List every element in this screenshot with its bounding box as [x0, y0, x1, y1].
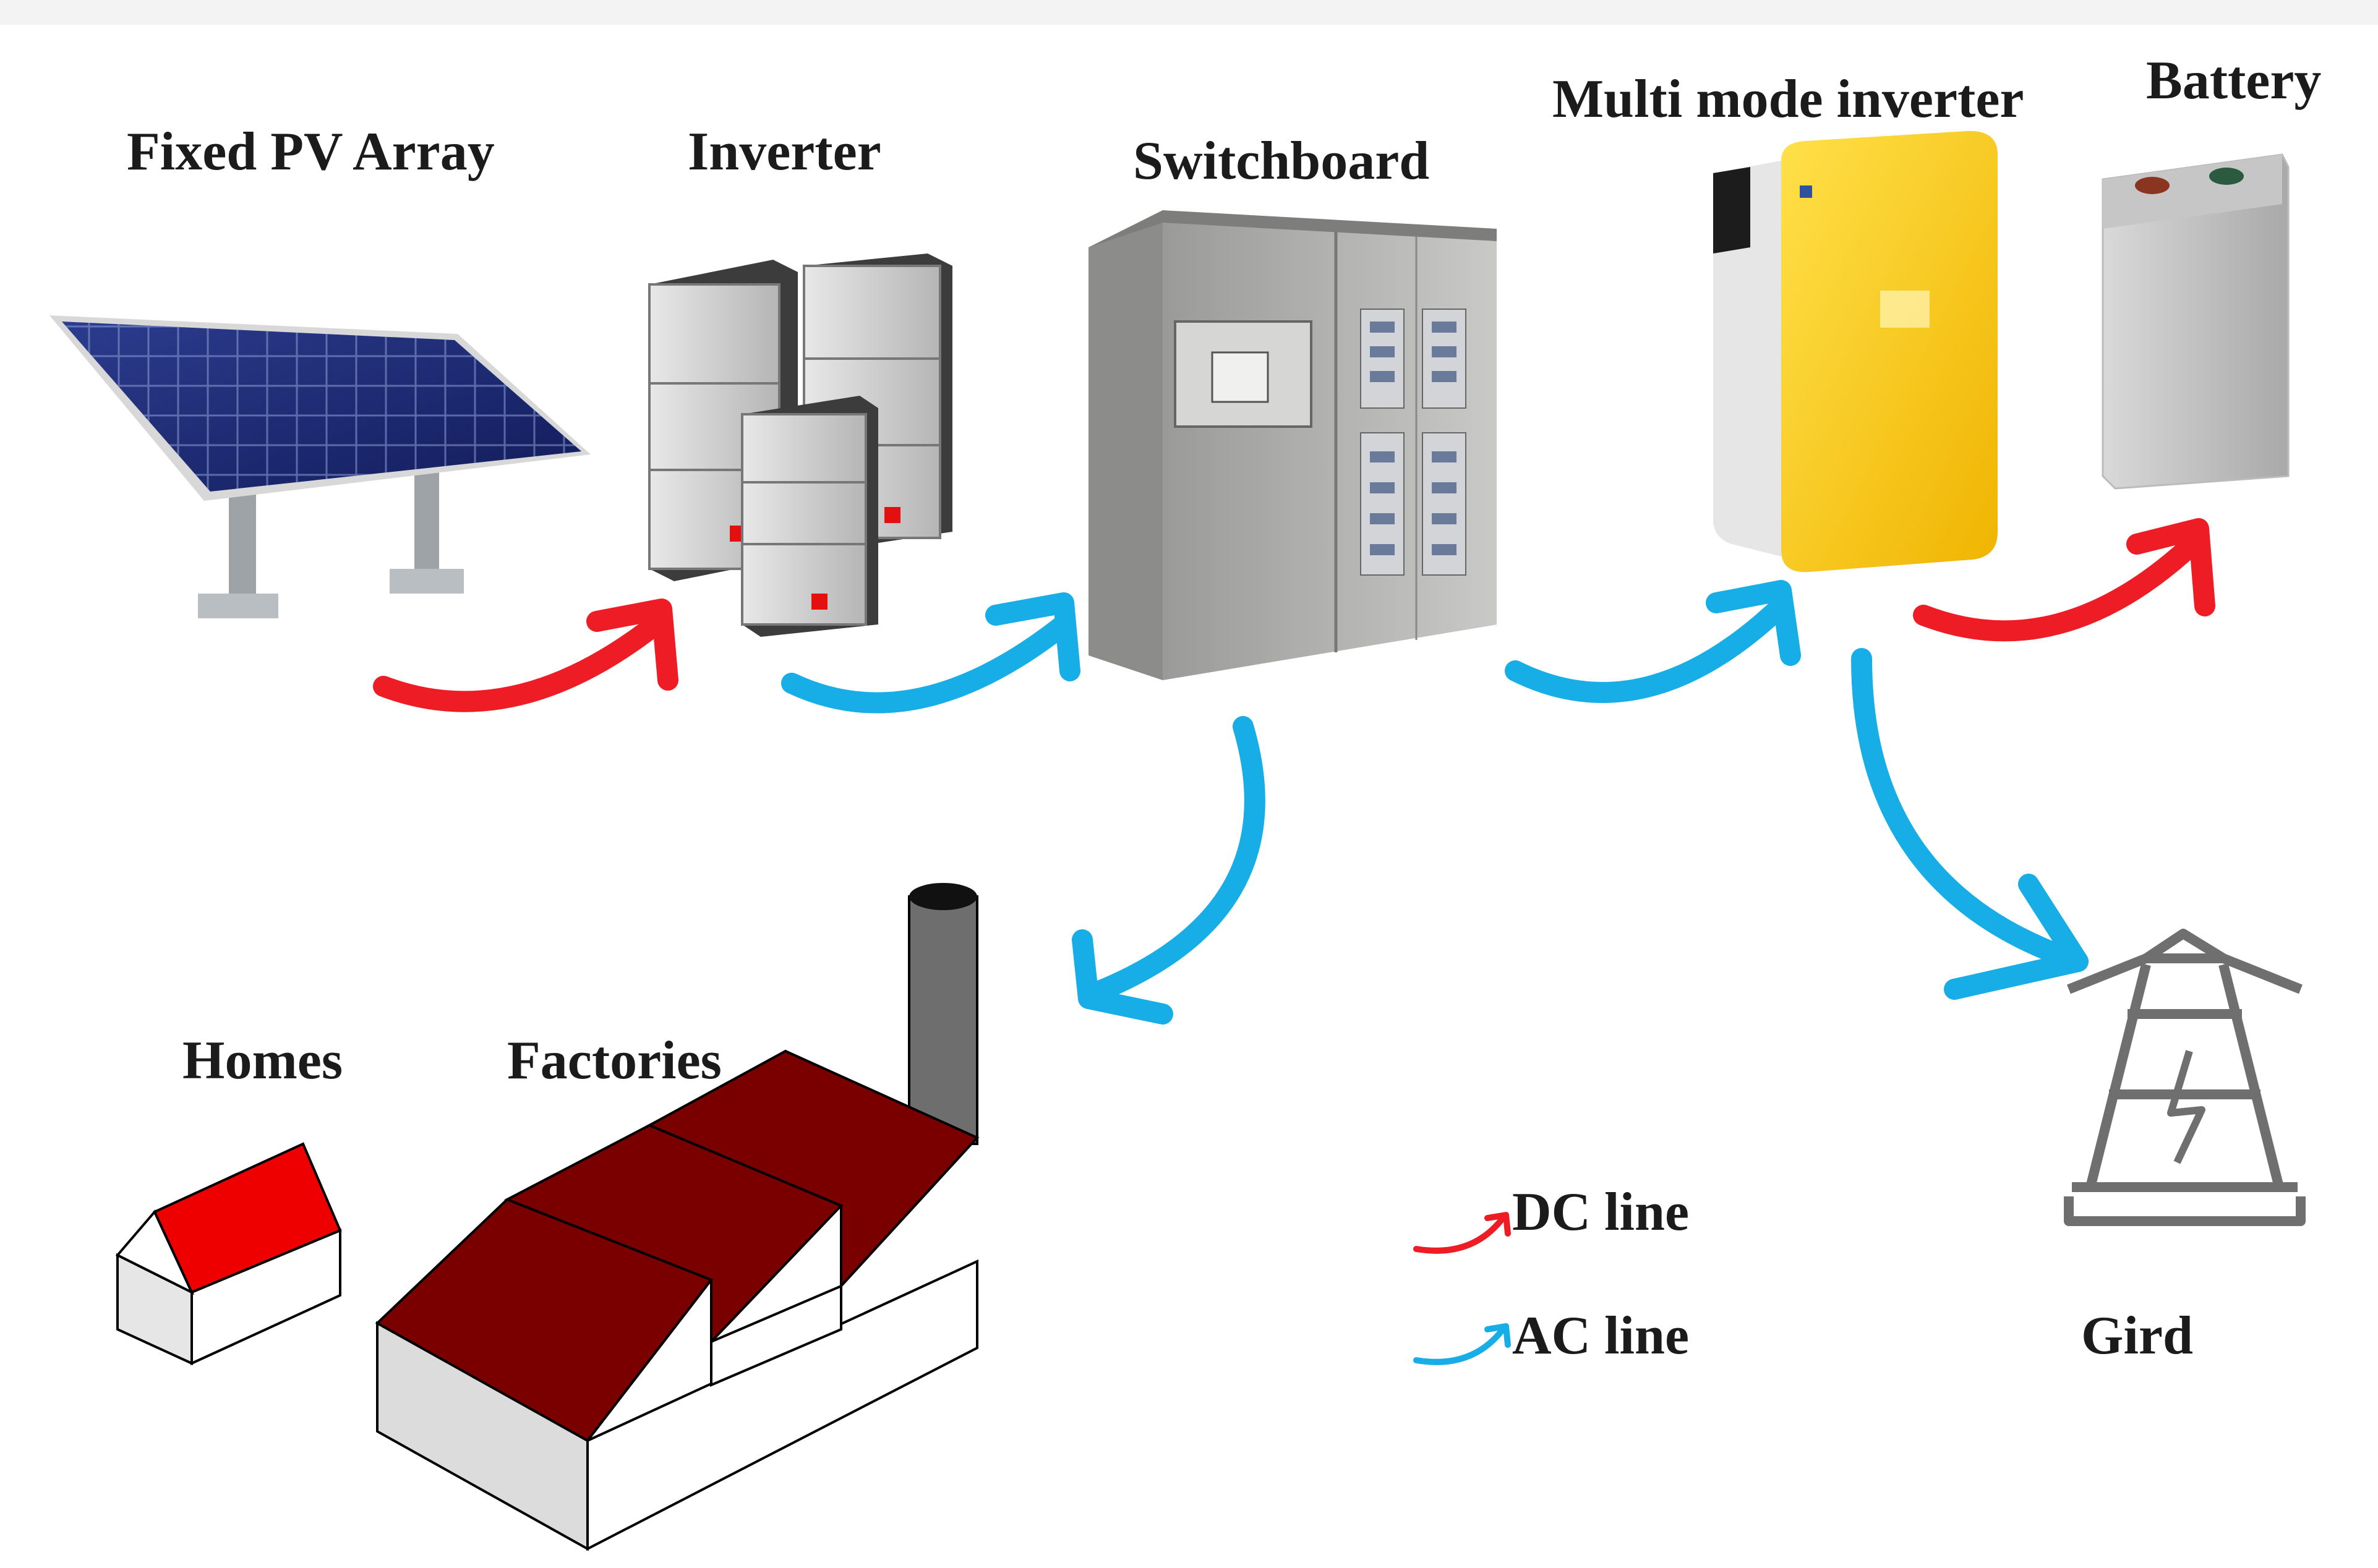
inverter-label: Inverter	[688, 122, 881, 182]
ac-arrowhead-grid	[1944, 874, 2089, 1000]
multi-mode-inverter-icon	[1713, 130, 1998, 573]
dc-arrow-mminverter-to-battery	[1913, 534, 2203, 642]
dc-arrow-pv-to-inverter	[373, 614, 666, 712]
solar-panel-icon	[49, 315, 591, 618]
ac-arrow-mminverter-to-grid	[1851, 648, 2089, 972]
transmission-tower-icon	[2064, 929, 2306, 1226]
flow-arrows	[373, 518, 2215, 1365]
legend-ac-arrow	[1413, 1326, 1506, 1365]
home-icon	[115, 1142, 342, 1366]
legend-ac-arrowhead	[1484, 1323, 1511, 1348]
legend-dc-arrowhead	[1484, 1212, 1511, 1237]
battery-label: Battery	[2146, 51, 2322, 111]
legend-dc-arrow	[1413, 1215, 1506, 1254]
top-strip	[0, 0, 2378, 25]
pv-array-label: Fixed PV Array	[127, 122, 495, 182]
grid-label: Gird	[2081, 1306, 2193, 1366]
ac-arrowhead-loads	[1072, 929, 1173, 1025]
switchboard-label: Switchboard	[1133, 131, 1430, 191]
dc-arrowhead-pv	[586, 599, 678, 691]
factories-label: Factories	[507, 1031, 722, 1091]
homes-label: Homes	[182, 1031, 343, 1091]
legend-dc-label: DC line	[1512, 1182, 1689, 1242]
ac-arrow-inverter-to-switchboard	[781, 614, 1074, 714]
legend-ac-label: AC line	[1512, 1306, 1689, 1366]
inverter-cabinet-icon	[648, 254, 952, 637]
battery-icon	[2102, 153, 2290, 490]
ac-arrow-switchboard-to-mminverter	[1505, 595, 1792, 703]
multi-mode-inverter-label: Multi mode inverter	[1552, 69, 2024, 129]
ac-arrow-switchboard-to-loads	[1078, 716, 1265, 1006]
ac-arrowhead-switchboard	[985, 592, 1080, 681]
dc-arrowhead-battery	[2126, 518, 2215, 616]
ac-arrowhead-mminverter	[1706, 580, 1801, 666]
factory-icon	[375, 883, 980, 1551]
switchboard-icon	[1088, 210, 1497, 680]
